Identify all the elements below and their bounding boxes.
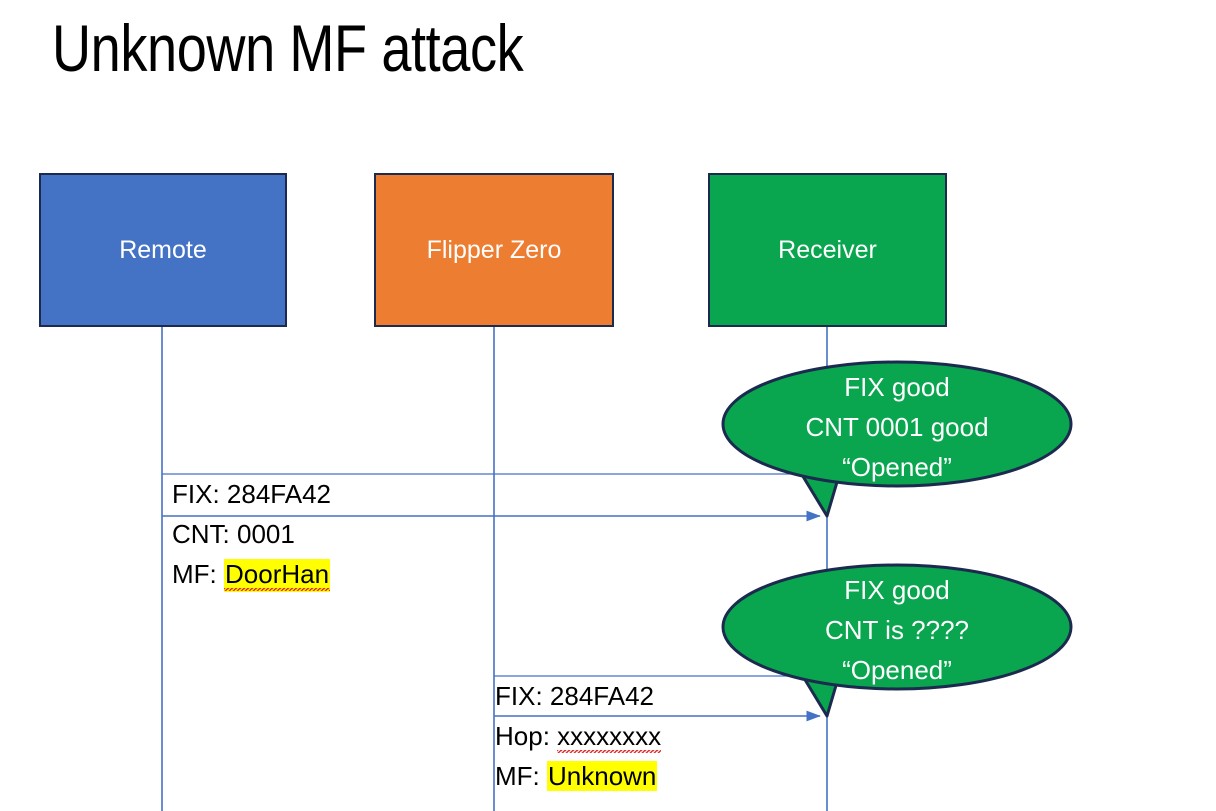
speech-bubble-receiver-response-2 [721,563,1073,718]
bubble-line: FIX good [844,575,950,605]
speech-bubble-receiver-response-1 [721,360,1073,518]
message-line-value-highlighted: Unknown [547,761,658,791]
message-line: CNT: 0001 [172,514,331,554]
message-line-label: MF: [172,559,224,589]
actor-label-remote: Remote [119,236,207,264]
message-line-value-highlighted: DoorHan [224,559,331,592]
speech-bubble-text-receiver-response-2: FIX good CNT is ???? “Opened” [724,570,1070,690]
message-line-value-misspelled: xxxxxxxx [557,721,662,754]
bubble-line: “Opened” [842,655,952,685]
message-line: FIX: 284FA42 [495,676,661,716]
page-title: Unknown MF attack [52,11,524,85]
message-line-value: 284FA42 [226,479,331,509]
message-line: FIX: 284FA42 [172,474,331,514]
actor-box-receiver[interactable]: Receiver [708,173,947,327]
message-line: MF: Unknown [495,756,661,796]
message-line: Hop: xxxxxxxx [495,716,662,756]
bubble-line: FIX good [844,372,950,402]
message-line: MF: DoorHan [172,554,331,594]
message-line-label: Hop: [495,721,558,751]
bubble-line: “Opened” [842,452,952,482]
bubble-line: CNT is ???? [824,615,970,645]
bubble-line: CNT 0001 good [805,412,989,442]
speech-bubble-text-receiver-response-1: FIX good CNT 0001 good “Opened” [724,367,1070,487]
message-line-value: 0001 [237,519,295,549]
actor-label-receiver: Receiver [778,236,877,264]
message-line-label: FIX: [495,681,550,711]
actor-box-remote[interactable]: Remote [39,173,287,327]
message-label-remote-to-receiver: FIX: 284FA42 CNT: 0001 MF: DoorHan [172,474,331,594]
actor-label-flipper: Flipper Zero [426,236,562,264]
actor-box-flipper[interactable]: Flipper Zero [374,173,614,327]
message-line-label: CNT: [172,519,237,549]
message-line-label: MF: [495,761,547,791]
message-label-flipper-to-receiver: FIX: 284FA42 Hop: xxxxxxxx MF: Unknown [495,676,662,796]
message-line-label: FIX: [172,479,227,509]
message-line-value: 284FA42 [549,681,654,711]
